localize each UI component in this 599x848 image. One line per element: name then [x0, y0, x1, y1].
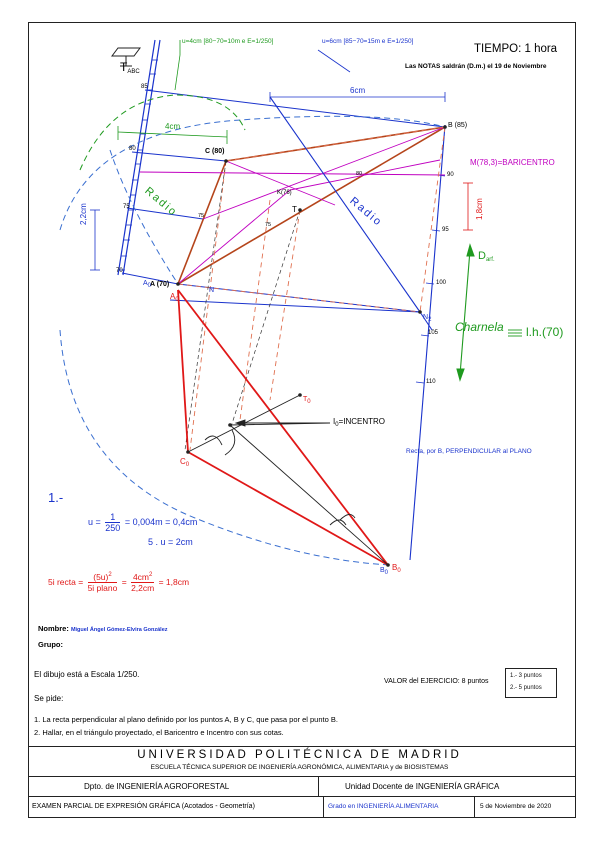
dim-blue-leader: [317, 49, 351, 73]
label-m: M(78,3)=BARICENTRO: [470, 158, 555, 167]
dim-4cm: [117, 40, 228, 144]
baricentro-lines: [139, 126, 446, 285]
label-c0: C0: [180, 457, 190, 468]
nombre-value: Miguel Ángel Gómez-Elvira González: [70, 627, 168, 633]
notas-label: Las NOTAS saldrán (D.m.) el 19 de Noviem…: [405, 63, 547, 70]
dim-22cm: [90, 209, 100, 271]
label-n2: N2: [423, 314, 432, 323]
dim-green-top: u=4cm [80−70=10m e E=1/250]: [182, 38, 274, 45]
escala-text: El dibujo está a Escala 1/250.: [34, 670, 140, 679]
dim-18cm: [463, 182, 473, 231]
grado-name: Grado en INGENIERÍA ALIMENTARIA: [328, 803, 439, 810]
plane-label: TABC: [120, 60, 140, 75]
valor-item: 2.- 5 puntos: [510, 685, 542, 691]
label-ao: A0: [143, 280, 152, 289]
aux-lines: [184, 160, 301, 451]
tick-inner: 75: [198, 213, 205, 219]
tick-inner: 75: [265, 222, 272, 228]
label-t: T: [292, 205, 297, 214]
exam-date: 5 de Noviembre de 2020: [480, 803, 552, 810]
scale-line: [117, 39, 161, 276]
tick-right: 90: [447, 172, 454, 178]
valor-box: 1.- 3 puntos 2.- 5 puntos: [505, 668, 557, 698]
label-b: B (85): [448, 122, 468, 129]
grupo-label: Grupo:: [38, 640, 63, 649]
label-bo: B0: [380, 567, 389, 576]
charnela-arrow: [456, 243, 475, 382]
tick-right: 110: [426, 379, 436, 385]
dim-6cm-label: 6cm: [350, 86, 366, 95]
right-scale-line: [409, 124, 446, 561]
valor-item: 1.- 3 puntos: [510, 673, 542, 679]
sheet-frame: [28, 22, 576, 818]
exercise-number: 1.-: [48, 490, 64, 505]
green-arc: [79, 94, 246, 171]
dim-4cm-label: 4cm: [165, 122, 181, 131]
formula-u: u = 1 250 = 0,004m = 0,4cm: [88, 512, 198, 533]
school-name: ESCUELA TÉCNICA SUPERIOR DE INGENIERÍA A…: [150, 764, 449, 771]
tiempo-label: TIEMPO: 1 hora: [474, 43, 558, 55]
footer-rule: [29, 746, 575, 748]
tick-right: 95: [442, 227, 449, 233]
se-pide: Se pide:: [34, 694, 64, 703]
tick-left: 80: [129, 146, 136, 152]
label-b0: B0: [392, 563, 401, 574]
triangle-projected: [177, 289, 389, 566]
radio-arcs: [59, 115, 446, 566]
valor-text: VALOR del EJERCICIO: 8 puntos: [384, 678, 489, 685]
points: [176, 125, 447, 567]
label-t0: T0: [303, 396, 311, 405]
dim-blue-top: u=6cm [85−70=15m e E=1/250]: [322, 38, 414, 45]
recta-note: Recta, por B, PERPENDICULAR al PLANO: [406, 448, 532, 455]
label-n: N: [209, 287, 215, 294]
dim-18cm-label: 1,8cm: [475, 198, 484, 220]
charnela-tail: l.h.(70): [526, 325, 564, 339]
unit-name: Unidad Docente de INGENIERÍA GRÁFICA: [345, 782, 500, 791]
exam-title: EXAMEN PARCIAL DE EXPRESIÓN GRÁFICA (Aco…: [32, 803, 255, 810]
tick-left: 85: [141, 84, 148, 90]
formula-5u: 5 . u = 2cm: [148, 537, 193, 547]
label-c: C (80): [205, 148, 225, 155]
label-a0: A0: [170, 292, 179, 303]
tick-left: 70: [116, 268, 123, 274]
dept-name: Dpto. de INGENIERÍA AGROFORESTAL: [84, 782, 230, 791]
footer-rule: [29, 796, 575, 798]
footer-divider: [323, 796, 324, 817]
lh-symbol: [508, 329, 522, 337]
statement-item-2: 2. Hallar, en el triángulo proyectado, e…: [34, 728, 284, 737]
footer-divider: [474, 796, 475, 817]
formula-recta: 5i recta = (5u)2 5i plano = 4cm2 2,2cm =…: [48, 572, 190, 593]
tick-inner: 80: [356, 171, 363, 177]
plane-icon: [111, 47, 141, 67]
right-scale-ticks: [415, 174, 446, 384]
university-name: UNIVERSIDAD POLITÉCNICA DE MADRID: [137, 749, 462, 761]
tick-left: 75: [123, 204, 130, 210]
statement-item-1: 1. La recta perpendicular al plano defin…: [34, 715, 338, 724]
charnela-label: Charnela: [455, 320, 504, 334]
d-label: Darf.: [478, 250, 495, 263]
tick-right: 105: [428, 330, 439, 336]
label-a: A (70): [150, 281, 170, 288]
nombre-row: Nombre: Miguel Ángel Gómez-Elvira Gonzál…: [38, 624, 168, 633]
dim-22cm-label: 2,2cm: [79, 203, 88, 225]
footer-rule: [29, 776, 575, 778]
incentro-label: I0=INCENTRO: [333, 417, 386, 428]
recta-perpendicular: [269, 96, 433, 331]
tick-right: 100: [436, 280, 447, 286]
footer-divider: [318, 776, 319, 796]
label-k: K(76): [277, 190, 292, 196]
incentro-leader: [234, 419, 330, 427]
projection-lines: [177, 126, 446, 451]
